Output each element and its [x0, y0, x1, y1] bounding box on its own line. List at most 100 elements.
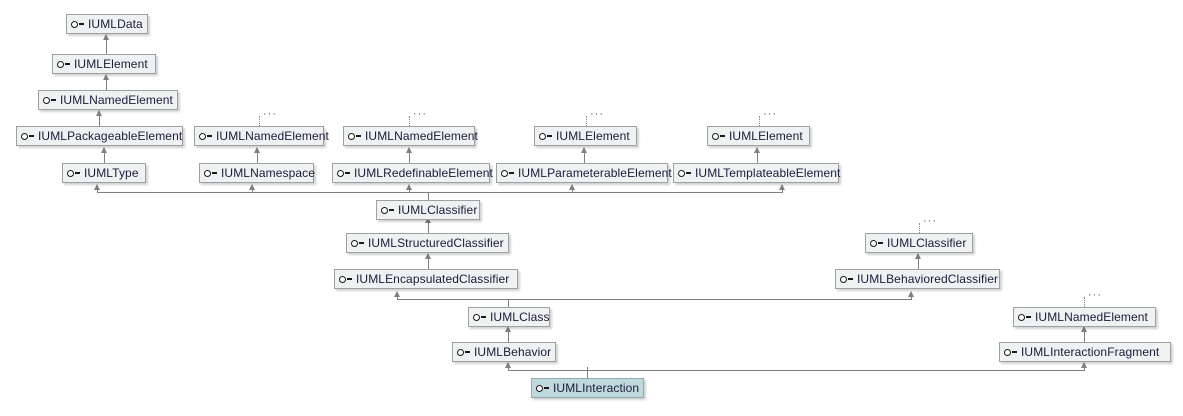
edge-umlinteractionfragment-to-umlnamedelement — [1084, 332, 1085, 342]
node-iumlinteractionfragment[interactable]: IUMLInteractionFragment — [999, 342, 1171, 362]
node-iumlelement[interactable]: IUMLElement — [52, 54, 156, 74]
node-label: IUMLRedefinableElement — [354, 166, 493, 180]
interface-lollipop-icon — [870, 237, 884, 249]
edge-umlbehavior-stub — [508, 367, 509, 371]
node-label: IUMLBehavioredClassifier — [857, 272, 999, 286]
node-label: IUMLClassifier — [887, 236, 967, 250]
node-label: IUMLTemplateableElement — [695, 166, 841, 180]
node-iumldata[interactable]: IUMLData — [66, 14, 148, 34]
interface-lollipop-icon — [457, 346, 471, 358]
edge-bus-up-behaviored — [911, 296, 912, 300]
node-iumlclassifier[interactable]: IUMLClassifier — [376, 200, 480, 220]
node-iumlnamedelement-ref-b[interactable]: IUMLNamedElement — [343, 126, 478, 146]
interface-lollipop-icon — [840, 273, 854, 285]
node-iumlnamedelement-ref-c[interactable]: IUMLNamedElement — [1013, 307, 1156, 327]
node-label: IUMLElement — [729, 129, 803, 143]
edge-umlelement-to-umldata — [106, 40, 107, 54]
node-iumltype[interactable]: IUMLType — [62, 163, 146, 183]
interface-lollipop-icon — [67, 167, 81, 179]
edge-umltemplateableelement-to-umlelement — [757, 153, 758, 163]
ellipsis-n20: ··· — [1088, 289, 1102, 301]
edge-umlnamedelement-to-umlelement — [106, 80, 107, 90]
node-iumlelement-ref-b[interactable]: IUMLElement — [707, 126, 810, 146]
edge-bus-up-umlbehavior — [587, 367, 588, 371]
arrowhead-umlclass — [505, 326, 511, 332]
edge-umlinteraction-riser — [587, 370, 588, 378]
arrowhead-umlbehavioredclassifier — [908, 291, 914, 297]
node-iumlparameterableelement[interactable]: IUMLParameterableElement — [496, 163, 672, 183]
arrowhead-umlinteractionfragment — [1081, 362, 1087, 368]
ellipsis-n6: ··· — [413, 108, 427, 120]
node-label: IUMLElement — [74, 57, 148, 71]
edge-umlpackageableelement-to-umlnamedelement — [99, 116, 100, 126]
arrowhead-umlnamedelement-3 — [406, 147, 412, 153]
node-iumlelement-ref-a[interactable]: IUMLElement — [534, 126, 637, 146]
node-iumltemplateableelement[interactable]: IUMLTemplateableElement — [673, 163, 841, 183]
arrowhead-umlredefinableelement — [406, 184, 412, 190]
edge-umlparameterableelement-to-umlelement — [584, 153, 585, 163]
truncated-parent-stub-n20 — [1084, 297, 1085, 307]
interface-lollipop-icon — [21, 130, 35, 142]
arrowhead-umlbehavior — [505, 362, 511, 368]
node-label: IUMLStructuredClassifier — [368, 236, 504, 250]
bus-umlinteraction-left-leg — [508, 370, 588, 371]
node-iumlclass[interactable]: IUMLClass — [468, 307, 550, 327]
node-iumlbehavioredclassifier[interactable]: IUMLBehavioredClassifier — [835, 269, 1000, 289]
interface-lollipop-icon — [337, 167, 351, 179]
interface-lollipop-icon — [57, 58, 71, 70]
node-label: IUMLParameterableElement — [518, 166, 672, 180]
edge-umltype-to-umlpackageableelement — [104, 153, 105, 163]
ellipsis-n5: ··· — [263, 108, 277, 120]
interface-lollipop-icon — [381, 204, 395, 216]
node-label: IUMLBehavior — [474, 345, 552, 359]
node-label: IUMLNamespace — [221, 166, 316, 180]
node-iumlinteraction[interactable]: IUMLInteraction — [531, 378, 644, 398]
edge-bus-up-encapsulated — [397, 296, 398, 300]
edge-umlbehavior-to-umlclass — [508, 332, 509, 342]
node-label: IUMLElement — [556, 129, 630, 143]
node-iumlbehavior[interactable]: IUMLBehavior — [452, 342, 556, 362]
interface-lollipop-icon — [351, 237, 365, 249]
truncated-parent-stub-n6 — [409, 116, 410, 126]
bus-umlinteraction-parents — [587, 370, 1085, 371]
truncated-parent-stub-n5 — [259, 116, 260, 126]
edge-bus-up-umltype — [97, 189, 98, 193]
truncated-parent-stub-n17 — [919, 223, 920, 233]
node-label: IUMLClassifier — [398, 203, 478, 217]
arrowhead-umlstructuredclassifier — [425, 253, 431, 259]
arrowhead-umltemplateableelement — [779, 184, 785, 190]
node-iumlencapsulatedclassifier[interactable]: IUMLEncapsulatedClassifier — [334, 269, 518, 289]
node-iumlnamespace[interactable]: IUMLNamespace — [199, 163, 316, 183]
node-iumlpackageableelement[interactable]: IUMLPackageableElement — [16, 126, 183, 146]
ellipsis-n7: ··· — [590, 108, 604, 120]
interface-lollipop-icon — [678, 167, 692, 179]
arrowhead-umlnamedelement-1 — [96, 110, 102, 116]
arrowhead-umlelement-2 — [581, 147, 587, 153]
node-iumlstructuredclassifier[interactable]: IUMLStructuredClassifier — [346, 233, 509, 253]
node-iumlnamedelement-ref-a[interactable]: IUMLNamedElement — [194, 126, 329, 146]
edge-bus-up-umlredefinableelement — [409, 189, 410, 193]
interface-lollipop-icon — [473, 311, 487, 323]
interface-lollipop-icon — [339, 273, 353, 285]
node-label: IUMLInteraction — [553, 381, 640, 395]
arrowhead-umlelement — [103, 74, 109, 80]
node-iumlredefinableelement[interactable]: IUMLRedefinableElement — [332, 163, 493, 183]
arrowhead-umlnamedelement-2 — [254, 147, 260, 153]
interface-lollipop-icon — [204, 167, 218, 179]
arrowhead-umlparameterableelement — [569, 184, 575, 190]
arrowhead-umlclassifier-2 — [915, 253, 921, 259]
edge-bus-up-umlparameterableelement — [572, 189, 573, 193]
edge-umlencapsulatedclassifier-to-umlstructuredclassifier — [428, 259, 429, 269]
arrowhead-umltype — [94, 184, 100, 190]
edge-umlredefinableelement-to-umlnamedelement — [409, 153, 410, 163]
node-iumlclassifier-ref[interactable]: IUMLClassifier — [865, 233, 973, 253]
interface-lollipop-icon — [536, 382, 550, 394]
node-label: IUMLInteractionFragment — [1021, 345, 1160, 359]
arrowhead-umldata — [103, 34, 109, 40]
node-label: IUMLType — [84, 166, 139, 180]
edge-umlclass-riser — [508, 299, 509, 307]
edge-bus-up-umlinteractionfragment — [1084, 367, 1085, 371]
bus-umlclass-parents — [397, 299, 912, 300]
node-label: IUMLPackageableElement — [38, 129, 183, 143]
node-iumlnamedelement[interactable]: IUMLNamedElement — [38, 90, 178, 110]
